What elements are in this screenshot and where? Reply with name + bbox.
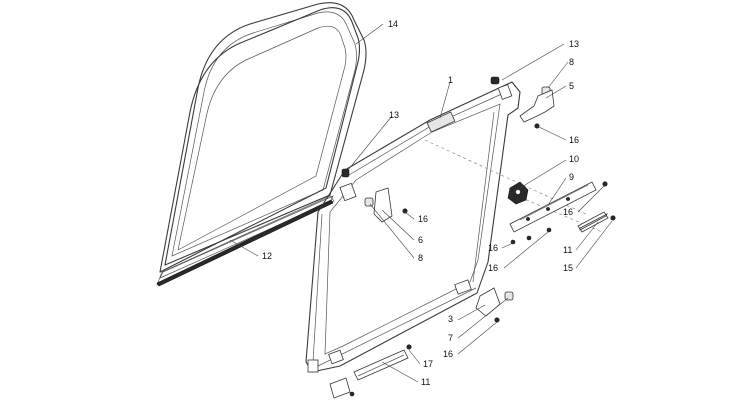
bracket-part-3 — [475, 287, 501, 323]
callout-1: 1 — [448, 75, 453, 85]
callout-16-e: 16 — [488, 263, 498, 273]
glazing-seal-part-12 — [156, 7, 361, 287]
callout-16-f: 16 — [443, 349, 453, 359]
callout-17: 17 — [423, 359, 433, 369]
callout-10: 10 — [569, 154, 579, 164]
callout-15: 15 — [563, 263, 573, 273]
callout-11-bottom: 11 — [421, 377, 430, 387]
callout-16-a: 16 — [569, 135, 579, 145]
bolt-part-16 — [526, 235, 532, 241]
hinge-bracket-part-6 — [373, 187, 408, 223]
callout-16-b: 16 — [418, 214, 428, 224]
latch-part-10 — [507, 181, 529, 205]
door-frame-part-1 — [305, 81, 521, 373]
handle-part-11-bottom — [353, 344, 412, 381]
callout-14: 14 — [388, 19, 398, 29]
callout-6: 6 — [418, 235, 423, 245]
callout-12: 12 — [262, 251, 272, 261]
spacer-part-7 — [504, 291, 514, 301]
handle-part-11-right — [577, 211, 616, 233]
bolt-part-16 — [546, 227, 552, 233]
grommet-part-13-mid — [341, 168, 350, 178]
callout-5: 5 — [569, 81, 574, 91]
callout-16-c: 16 — [563, 207, 573, 217]
bracket-lower-left — [329, 377, 351, 399]
callout-8-top: 8 — [569, 57, 574, 67]
grommet-part-13-top — [490, 76, 500, 85]
latch-plate-part-9 — [509, 181, 608, 233]
callout-3: 3 — [448, 314, 453, 324]
bolt-part-16 — [510, 239, 516, 245]
callout-8-bottom: 8 — [418, 253, 423, 263]
bolt-part-16 — [349, 391, 355, 397]
callout-16-d: 16 — [488, 243, 498, 253]
spacer-part-8-bottom — [364, 197, 374, 207]
callout-13-mid: 13 — [389, 110, 399, 120]
callout-13-top: 13 — [569, 39, 579, 49]
hinge-bracket-part-5 — [519, 89, 555, 129]
callout-11-right: 11 — [563, 245, 572, 255]
callout-7: 7 — [448, 333, 453, 343]
leader-lines — [229, 23, 613, 383]
callout-9: 9 — [569, 172, 574, 182]
callout-labels: 14 13 1 8 5 16 13 10 9 16 6 8 16 16 11 1… — [262, 19, 579, 387]
